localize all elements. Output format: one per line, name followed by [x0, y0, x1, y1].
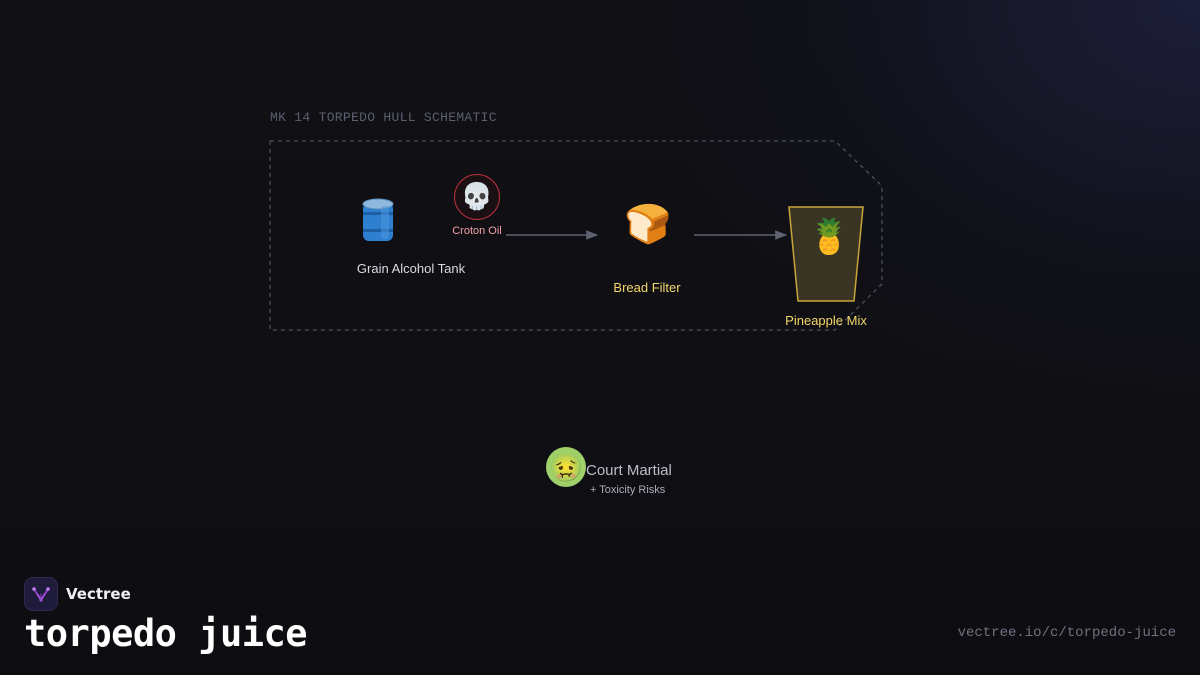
- schematic-title: MK 14 TORPEDO HULL SCHEMATIC: [270, 110, 497, 125]
- logo-mark: [32, 587, 50, 602]
- pineapple-cup: [788, 206, 864, 302]
- bread-filter-label: Bread Filter: [613, 280, 681, 295]
- brand-name[interactable]: Vectree: [66, 585, 131, 603]
- croton-oil-label: Croton Oil: [452, 225, 502, 237]
- hull-outline: [269, 140, 883, 331]
- outcome-title: Court Martial: [586, 462, 672, 479]
- page-url[interactable]: vectree.io/c/torpedo-juice: [957, 625, 1176, 641]
- skull-icon: 💀: [460, 182, 494, 212]
- pineapple-mix-label: Pineapple Mix: [785, 313, 867, 328]
- outcome-subtitle: + Toxicity Risks: [590, 484, 666, 496]
- nauseated-face-icon: 🤢: [546, 447, 586, 487]
- pineapple-icon: 🍍: [808, 217, 851, 257]
- oil-barrel-icon: [362, 198, 394, 241]
- grain-tank-label: Grain Alcohol Tank: [356, 261, 466, 276]
- croton-oil-badge: 💀: [454, 174, 500, 220]
- vectree-logo-icon[interactable]: [24, 577, 58, 611]
- page-title: torpedo juice: [24, 612, 308, 655]
- bread-icon: 🍞: [624, 202, 672, 246]
